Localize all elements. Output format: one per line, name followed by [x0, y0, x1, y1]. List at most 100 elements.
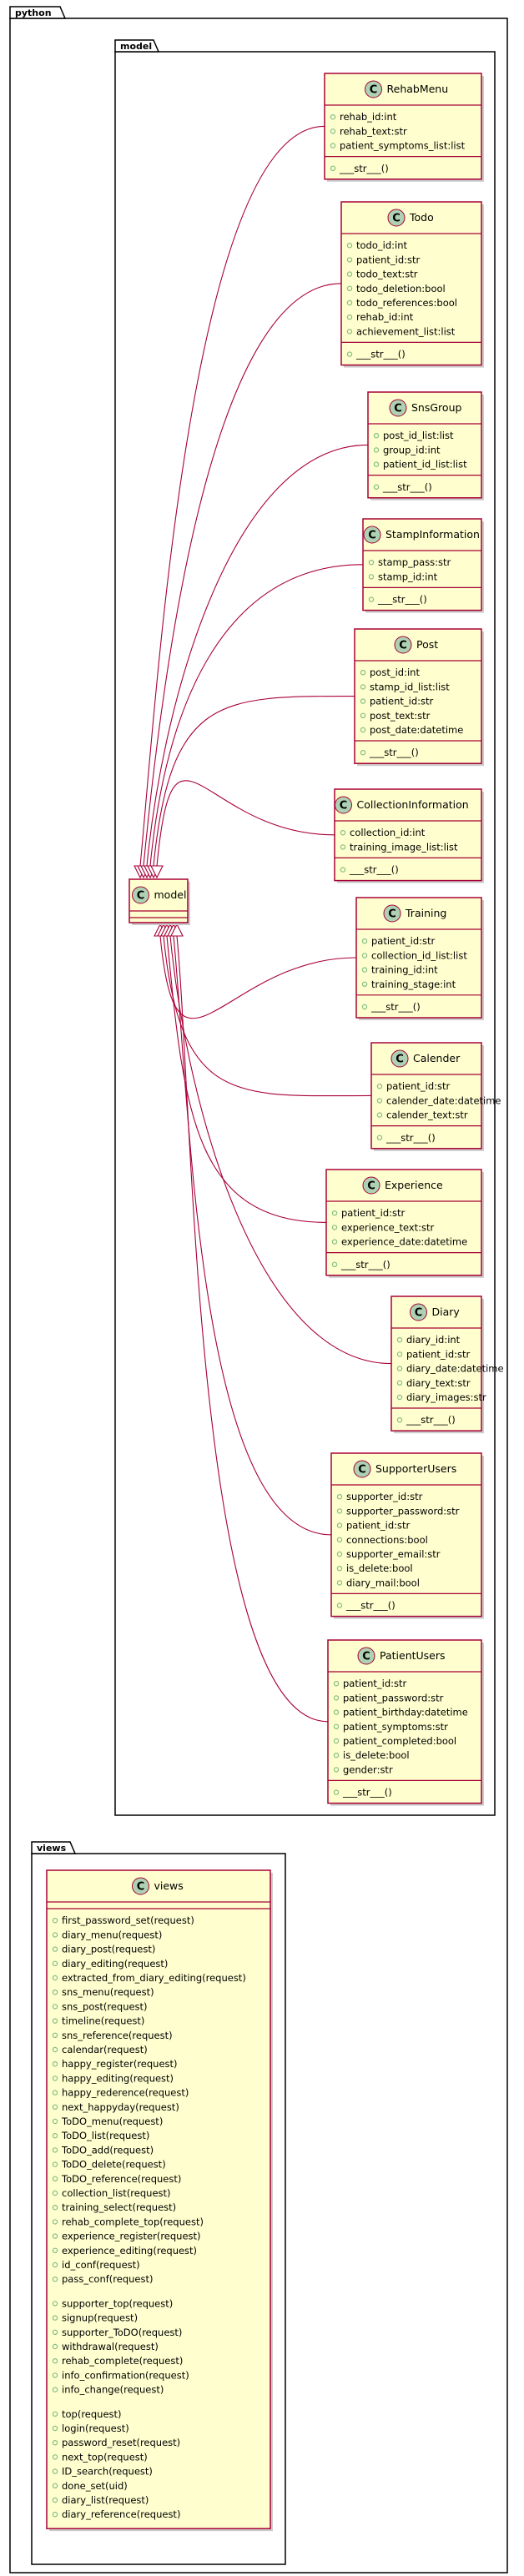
public-visibility-icon	[331, 1261, 338, 1268]
class-attribute: todo_deletion:bool	[356, 283, 446, 294]
public-visibility-icon	[52, 2329, 58, 2335]
public-visibility-icon	[346, 351, 353, 357]
class-attribute: patient_symptoms_list:list	[340, 140, 466, 152]
class-calender-name: Calender	[413, 1052, 461, 1064]
public-visibility-icon	[340, 844, 346, 850]
public-visibility-icon	[52, 1932, 58, 1938]
class-attribute: patient_id:str	[370, 696, 434, 707]
public-visibility-icon	[52, 2075, 58, 2081]
inheritance-line-sns-group	[146, 444, 369, 867]
public-visibility-icon	[52, 2372, 58, 2378]
class-views-box	[46, 1869, 271, 2529]
inheritance-arrowhead	[150, 865, 164, 879]
class-training-box	[355, 897, 482, 1019]
class-attribute: patient_id:str	[356, 254, 421, 265]
public-visibility-icon	[333, 1738, 340, 1744]
public-visibility-icon	[52, 2032, 58, 2038]
public-visibility-icon	[52, 2387, 58, 2392]
views-method: diary_editing(request)	[62, 1958, 168, 1970]
class-sns-group-box	[367, 391, 482, 499]
public-visibility-icon	[396, 1351, 403, 1357]
class-attribute: rehab_id:int	[340, 111, 397, 123]
public-visibility-icon	[333, 1752, 340, 1758]
public-visibility-icon	[52, 2483, 58, 2488]
class-c-icon-letter: C	[362, 1651, 370, 1663]
public-visibility-icon	[52, 2161, 58, 2167]
public-visibility-icon	[346, 243, 353, 249]
views-method: rehab_complete_top(request)	[62, 2216, 204, 2227]
class-attribute: diary_id:int	[406, 1334, 461, 1346]
views-method: info_change(request)	[62, 2384, 164, 2396]
public-visibility-icon	[52, 2018, 58, 2024]
views-method: collection_list(request)	[62, 2187, 171, 2199]
views-method: ToDO_menu(request)	[61, 2116, 163, 2127]
class-method: ___str___()	[345, 1600, 396, 1612]
public-visibility-icon	[330, 165, 336, 171]
class-c-icon	[365, 80, 382, 98]
class-attribute: supporter_password:str	[346, 1505, 460, 1517]
public-visibility-icon	[396, 1336, 403, 1343]
views-method: supporter_ToDO(request)	[62, 2327, 182, 2338]
public-visibility-icon	[52, 2343, 58, 2350]
class-stamp-information-box	[362, 518, 482, 611]
class-sns-group-name: SnsGroup	[411, 401, 461, 414]
class-method: ___str___()	[369, 747, 419, 758]
class-attribute: post_id:int	[370, 667, 420, 678]
public-visibility-icon	[376, 1098, 383, 1104]
public-visibility-icon	[373, 433, 380, 439]
class-c-icon-letter: C	[388, 908, 396, 921]
public-visibility-icon	[52, 2497, 58, 2503]
package-model-label: model	[120, 41, 152, 52]
class-attribute: patient_completed:bool	[343, 1735, 456, 1747]
package-python-label: python	[15, 8, 52, 18]
public-visibility-icon	[52, 2176, 58, 2181]
class-method: ___str___()	[349, 864, 399, 876]
public-visibility-icon	[52, 1946, 58, 1952]
class-todo-box	[340, 201, 482, 366]
class-attribute: post_id_list:list	[383, 430, 454, 441]
views-method: diary_reference(request)	[62, 2508, 180, 2520]
public-visibility-icon	[346, 299, 353, 306]
views-method: supporter_top(request)	[62, 2297, 173, 2309]
class-attribute: diary_images:str	[406, 1391, 486, 1403]
views-method: sns_menu(request)	[62, 1986, 154, 1998]
package-python-tab	[9, 6, 67, 19]
views-method: done_set(uid)	[62, 2480, 128, 2492]
public-visibility-icon	[361, 938, 368, 944]
class-method: ___str___()	[385, 1132, 436, 1144]
public-visibility-icon	[52, 2090, 58, 2096]
class-attribute: patient_id:str	[386, 1080, 451, 1092]
class-c-icon-letter: C	[137, 1881, 145, 1894]
class-attribute: patient_id:str	[343, 1678, 407, 1689]
class-c-icon	[132, 1877, 149, 1895]
class-calender-box	[370, 1042, 482, 1150]
class-c-icon	[357, 1647, 375, 1665]
public-visibility-icon	[361, 1004, 368, 1010]
public-visibility-icon	[52, 2315, 58, 2321]
class-c-icon-letter: C	[370, 84, 378, 97]
class-c-icon	[353, 1460, 371, 1478]
class-model-name: model	[154, 888, 187, 901]
public-visibility-icon	[396, 1416, 403, 1423]
public-visibility-icon	[52, 2468, 58, 2474]
package-views-label: views	[37, 1843, 67, 1854]
class-attribute: achievement_list:list	[356, 325, 456, 337]
public-visibility-icon	[368, 560, 375, 566]
class-diary-name: Diary	[432, 1306, 461, 1318]
views-method: diary_menu(request)	[62, 1929, 162, 1940]
class-attribute: experience_date:datetime	[341, 1236, 467, 1248]
class-training-name: Training	[405, 907, 446, 919]
inheritance-line-training	[159, 935, 357, 1019]
class-c-icon-letter: C	[399, 640, 407, 652]
views-method: top(request)	[62, 2408, 122, 2420]
views-method: training_select(request)	[62, 2201, 176, 2213]
public-visibility-icon	[361, 953, 368, 958]
views-method: happy_rederence(request)	[62, 2087, 189, 2099]
public-visibility-icon	[52, 2262, 58, 2268]
class-attribute: patient_birthday:datetime	[343, 1707, 468, 1718]
